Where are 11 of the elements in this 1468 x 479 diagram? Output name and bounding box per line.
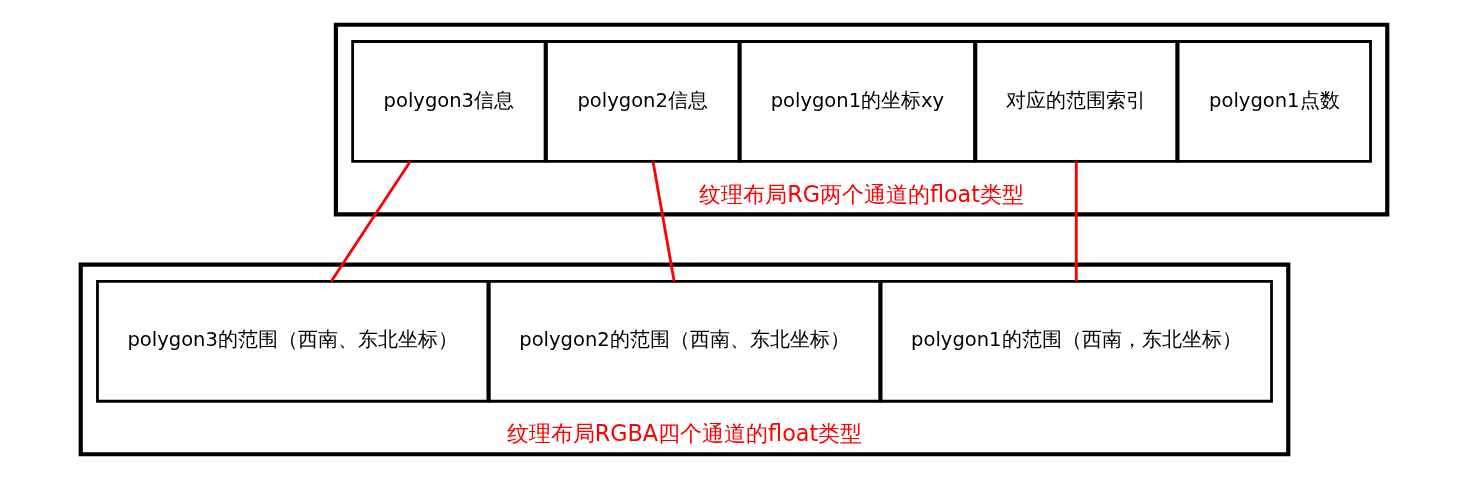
connector	[1074, 161, 1078, 282]
node-box: polygon1的坐标xy	[738, 40, 976, 163]
node-box: polygon1的范围（西南，东北坐标）	[879, 279, 1273, 403]
node-box: 对应的范围索引	[974, 40, 1179, 163]
node-box: polygon3的范围（西南、东北坐标）	[96, 279, 490, 403]
node-box: polygon2的范围（西南、东北坐标）	[487, 279, 882, 403]
node-box: polygon2信息	[545, 40, 741, 163]
connector	[330, 160, 412, 282]
node-box: polygon3信息	[351, 40, 547, 163]
node-box: polygon1点数	[1176, 40, 1372, 163]
connector	[651, 161, 676, 282]
